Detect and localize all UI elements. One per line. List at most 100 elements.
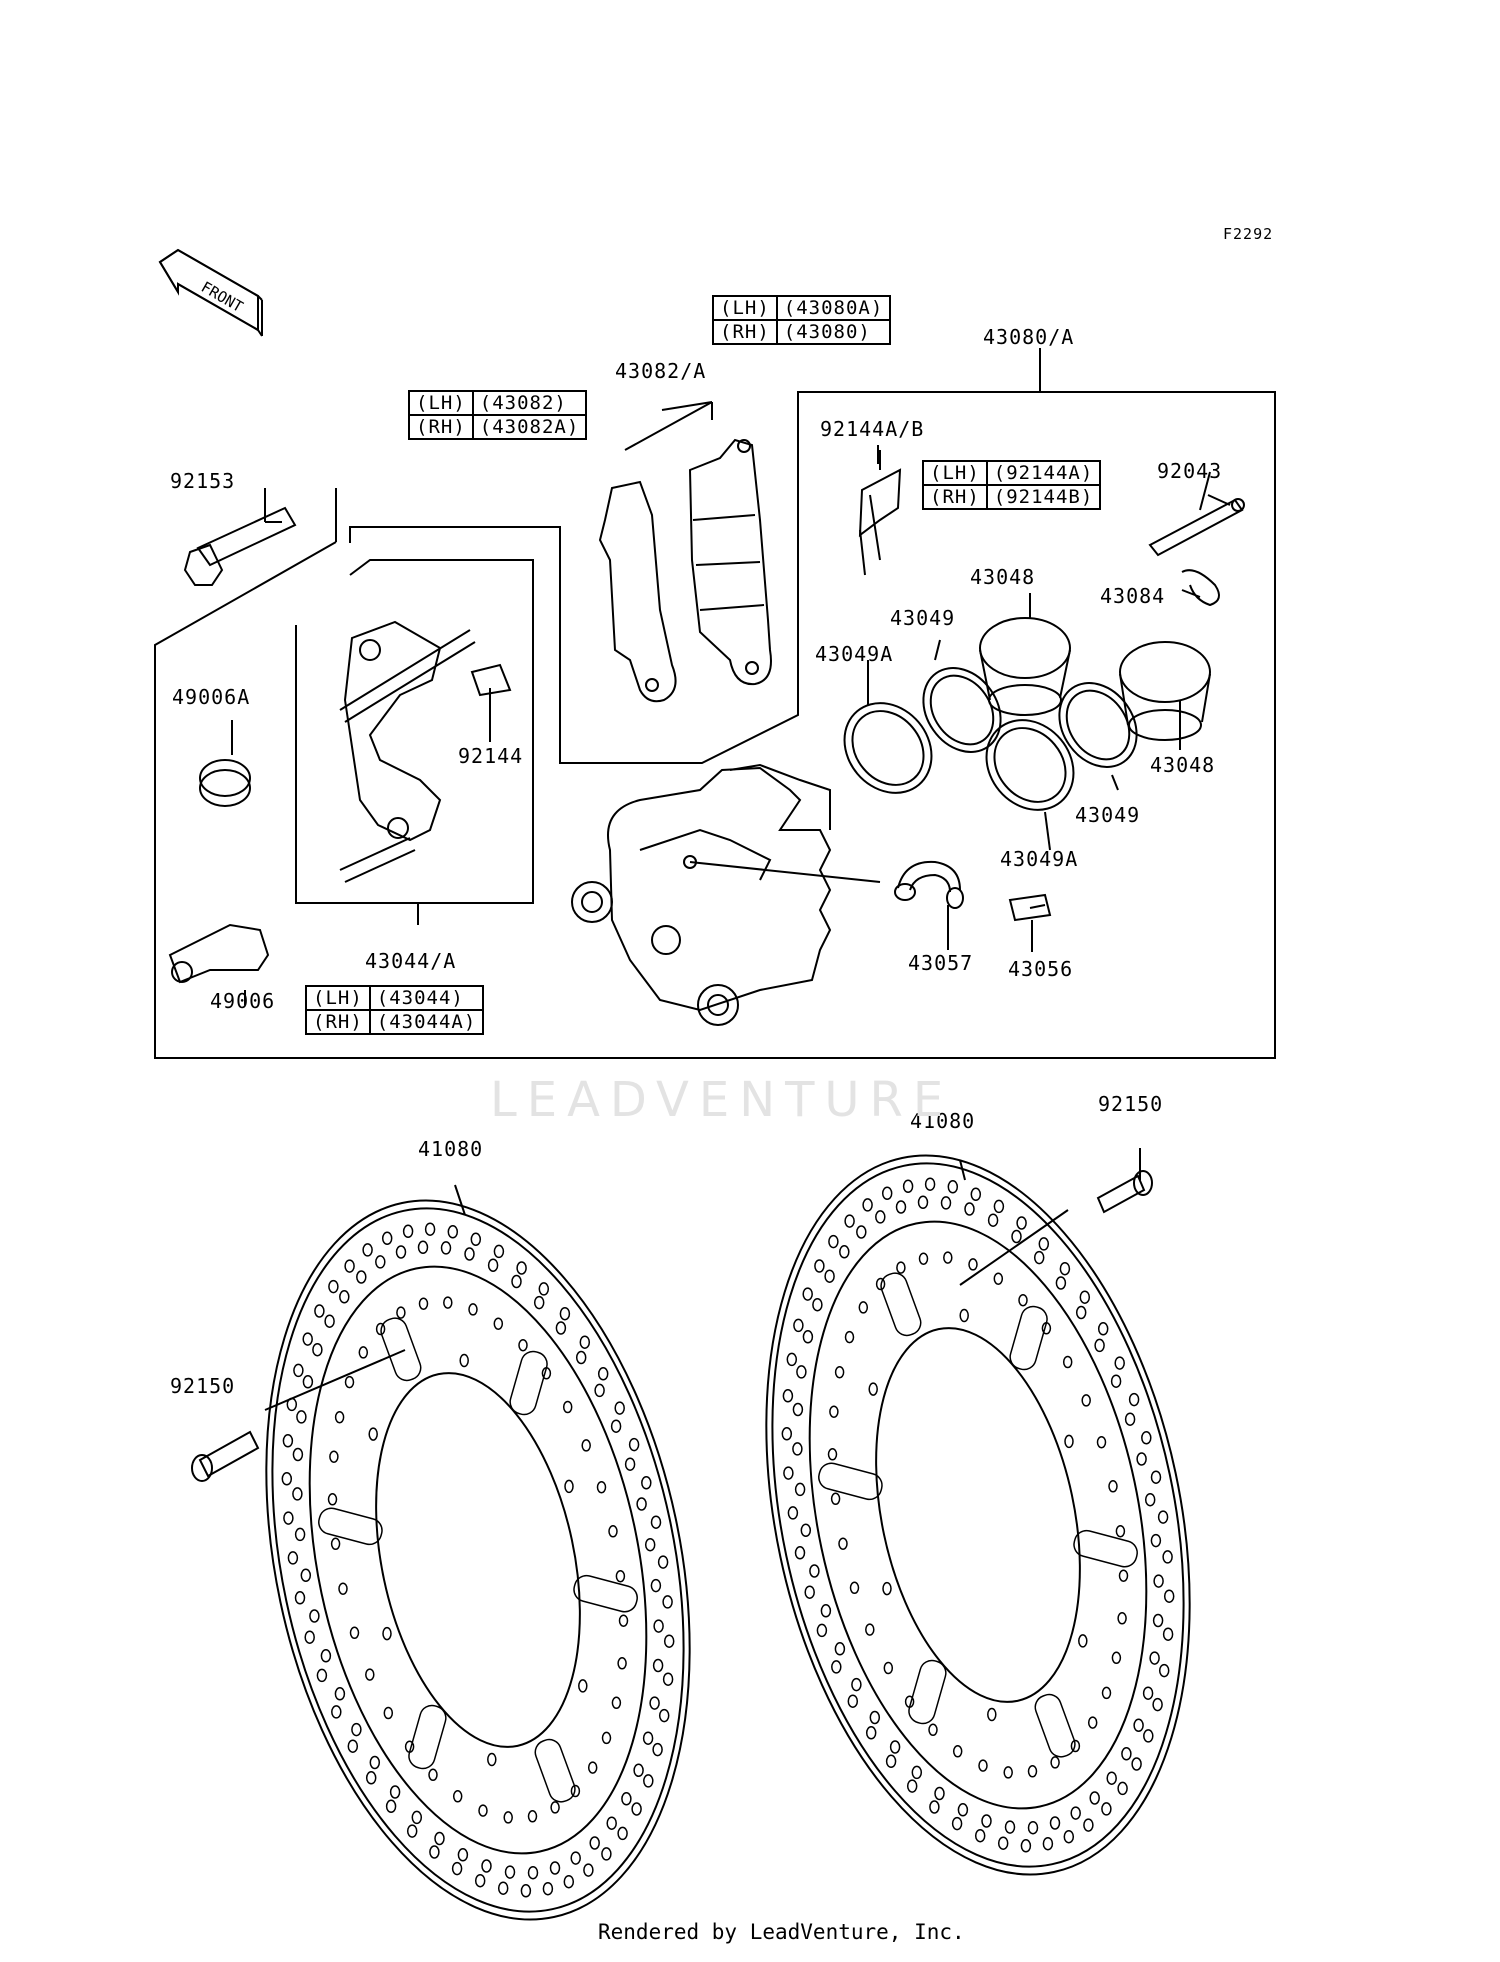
- disc-hole: [1144, 1492, 1156, 1507]
- disc-hole: [934, 1786, 945, 1801]
- disc-hole: [587, 1761, 598, 1774]
- disc-hole: [504, 1865, 516, 1879]
- part-label-49006[interactable]: 49006: [210, 989, 276, 1013]
- disc-hole: [610, 1419, 622, 1433]
- disc-hole: [443, 1296, 453, 1309]
- disc-hole: [1089, 1791, 1100, 1805]
- disc-hole: [1131, 1757, 1142, 1771]
- variant-part[interactable]: (92144A): [985, 460, 1102, 486]
- disc-hole: [334, 1410, 345, 1424]
- part-label-43049a-top[interactable]: 43049A: [815, 642, 894, 666]
- disc-hole: [1142, 1686, 1154, 1700]
- disc-hole: [794, 1482, 806, 1497]
- part-label-92153[interactable]: 92153: [170, 469, 236, 493]
- brake-disc-left: [265, 1199, 691, 1921]
- disc-hole: [1075, 1305, 1087, 1320]
- part-label-43084[interactable]: 43084: [1100, 584, 1166, 608]
- variant-part[interactable]: (43080): [775, 319, 892, 345]
- disc-hole: [1020, 1839, 1032, 1853]
- disc-hole: [329, 1450, 339, 1463]
- disc-hole: [653, 1619, 664, 1633]
- disc-hole: [809, 1564, 820, 1578]
- disc-hole: [814, 1259, 825, 1273]
- disc-hole: [309, 1609, 320, 1623]
- disc-hole: [583, 1863, 594, 1877]
- part-label-92043[interactable]: 92043: [1157, 459, 1223, 483]
- disc-hole: [606, 1816, 617, 1830]
- part-label-43049-right[interactable]: 43049: [1075, 803, 1141, 827]
- disc-hole: [1070, 1739, 1081, 1753]
- variant-side: (LH): [712, 295, 778, 321]
- part-label-43056[interactable]: 43056: [1008, 957, 1074, 981]
- disc-hole: [856, 1225, 867, 1239]
- disc-hole: [650, 1578, 662, 1593]
- disc-slot: [1009, 1305, 1048, 1371]
- disc-hole: [624, 1457, 636, 1471]
- disc-hole: [993, 1272, 1004, 1285]
- disc-hole: [844, 1214, 855, 1228]
- disc-hole: [1111, 1651, 1122, 1665]
- disc-hole: [1117, 1612, 1127, 1625]
- part-label-92144[interactable]: 92144: [458, 744, 524, 768]
- disc-hole: [581, 1439, 591, 1452]
- disc-hole: [1049, 1816, 1061, 1830]
- disc-hole: [617, 1826, 628, 1841]
- part-label-43057[interactable]: 43057: [908, 951, 974, 975]
- disc-hole: [395, 1245, 407, 1259]
- part-label-92150-left[interactable]: 92150: [170, 1374, 236, 1398]
- part-label-92150-right[interactable]: 92150: [1098, 1092, 1164, 1116]
- variant-part[interactable]: (43082A): [471, 414, 588, 440]
- part-label-92144ab[interactable]: 92144A/B: [820, 417, 925, 441]
- part-label-43080-a[interactable]: 43080/A: [983, 325, 1075, 349]
- disc-hole: [300, 1568, 312, 1583]
- disc-hole: [896, 1261, 906, 1274]
- variant-table-43080: (LH)(43080A) (RH)(43080): [712, 295, 892, 345]
- variant-part[interactable]: (43044): [368, 985, 485, 1011]
- variant-part[interactable]: (43080A): [775, 295, 892, 321]
- part-label-43044-a[interactable]: 43044/A: [365, 949, 457, 973]
- part-label-43048-right[interactable]: 43048: [1150, 753, 1216, 777]
- pistons-seals: [843, 617, 1211, 811]
- variant-part[interactable]: (43082): [471, 390, 588, 416]
- disc-hole: [555, 1321, 567, 1335]
- disc-hole: [389, 1785, 401, 1799]
- disc-bolt-hole: [487, 1752, 497, 1767]
- part-label-43049a-bottom[interactable]: 43049A: [1000, 847, 1079, 871]
- disc-hole: [974, 1828, 986, 1843]
- part-label-43082-a[interactable]: 43082/A: [615, 359, 707, 383]
- disc-hole: [304, 1630, 315, 1644]
- part-label-41080-left[interactable]: 41080: [418, 1137, 484, 1161]
- disc-hole: [1143, 1729, 1154, 1743]
- disc-hole: [1081, 1394, 1091, 1407]
- disc-hole: [951, 1816, 963, 1831]
- variant-part[interactable]: (92144B): [985, 484, 1102, 510]
- variant-part[interactable]: (43044A): [368, 1009, 485, 1035]
- disc-hole: [428, 1768, 438, 1782]
- disc-hole: [839, 1245, 850, 1259]
- disc-hole: [794, 1546, 806, 1560]
- disc-hole: [968, 1258, 978, 1271]
- caliper-assembly-outline: [154, 391, 1276, 1059]
- disc-bolt-hole: [564, 1479, 574, 1494]
- disc-hole: [957, 1803, 969, 1817]
- disc-hole: [518, 1338, 528, 1352]
- part-label-41080-right[interactable]: 41080: [910, 1109, 976, 1133]
- disc-hole: [642, 1731, 654, 1745]
- disc-hole: [527, 1865, 539, 1880]
- part-label-43049-top[interactable]: 43049: [890, 606, 956, 630]
- part-label-49006a[interactable]: 49006A: [172, 685, 251, 709]
- disc-hole: [792, 1402, 804, 1417]
- diagram-code: F2292: [1223, 225, 1274, 243]
- disc-hole: [781, 1427, 793, 1441]
- disc-hole: [844, 1330, 855, 1344]
- variant-table-43044: (LH)(43044) (RH)(43044A): [305, 985, 485, 1035]
- variant-side: (RH): [712, 319, 778, 345]
- part-label-43048-top[interactable]: 43048: [970, 565, 1036, 589]
- disc-hole: [396, 1306, 406, 1319]
- small-parts-left: [168, 506, 512, 984]
- disc-hole: [347, 1739, 359, 1753]
- disc-slot: [573, 1574, 638, 1613]
- disc-hole: [562, 1400, 573, 1414]
